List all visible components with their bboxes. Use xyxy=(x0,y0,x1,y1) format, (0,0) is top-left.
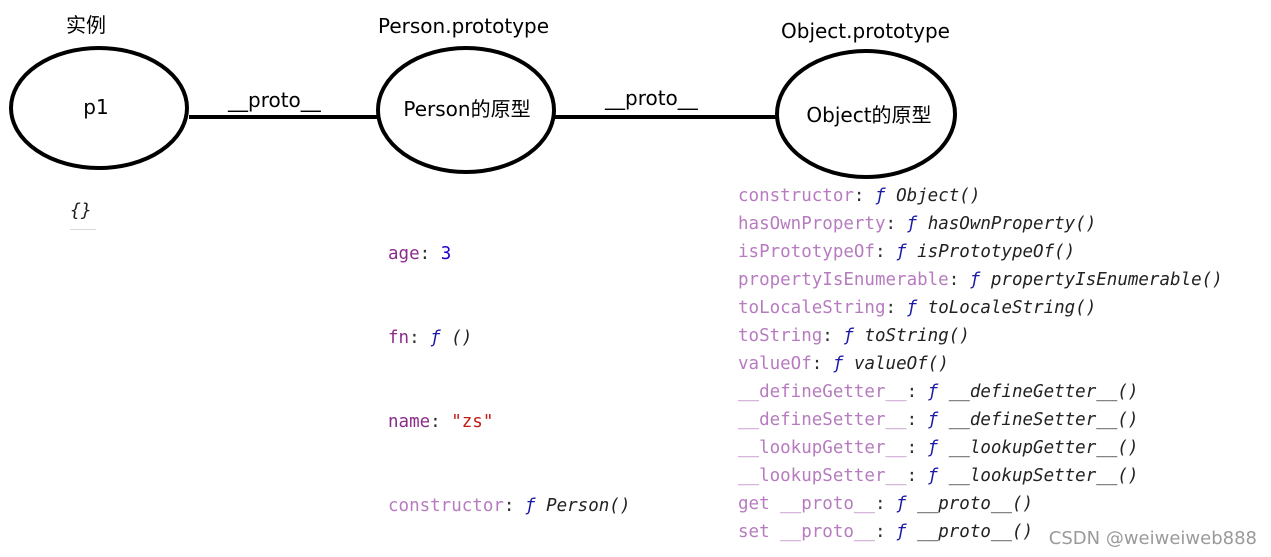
function-symbol-icon: ƒ xyxy=(874,186,886,206)
node-label-p1: p1 xyxy=(83,95,108,119)
property-key: __defineSetter__ xyxy=(738,410,907,430)
property-value: propertyIsEnumerable() xyxy=(990,270,1223,290)
p1-properties-underline xyxy=(70,229,96,230)
property-key: hasOwnProperty xyxy=(738,214,886,234)
property-row: __lookupGetter__: ƒ __lookupGetter__() xyxy=(738,438,1139,458)
property-key: toLocaleString xyxy=(738,298,886,318)
node-caption-instance: 实例 xyxy=(66,13,106,37)
property-key: fn xyxy=(388,328,410,348)
p1-properties: {} xyxy=(70,200,92,221)
node-caption-object-prototype: Object.prototype xyxy=(781,19,950,43)
property-row: hasOwnProperty: ƒ hasOwnProperty() xyxy=(738,214,1097,234)
node-object-prototype xyxy=(775,49,957,179)
property-key: age xyxy=(388,244,420,264)
property-key: __lookupGetter__ xyxy=(738,438,907,458)
node-person-prototype xyxy=(376,46,556,174)
property-row: toString: ƒ toString() xyxy=(738,326,970,346)
property-key: isPrototypeOf xyxy=(738,242,875,262)
function-symbol-icon: ƒ xyxy=(896,242,907,262)
property-key: valueOf xyxy=(738,354,812,374)
function-symbol-icon: ƒ xyxy=(906,298,918,318)
property-value: () xyxy=(451,328,473,348)
property-key: toString xyxy=(738,326,823,346)
property-key: __defineGetter__ xyxy=(738,382,907,402)
node-label-person-prototype: Person的原型 xyxy=(403,97,530,121)
property-row: __defineSetter__: ƒ __defineSetter__() xyxy=(738,410,1139,430)
property-key: __lookupSetter__ xyxy=(738,466,907,486)
property-value: 3 xyxy=(440,244,452,264)
property-value: isPrototypeOf() xyxy=(917,242,1076,262)
property-value: __proto__() xyxy=(917,522,1034,542)
property-value: toString() xyxy=(864,326,970,346)
property-key: name xyxy=(388,412,431,432)
property-row: valueOf: ƒ valueOf() xyxy=(738,354,949,374)
property-key: propertyIsEnumerable xyxy=(738,270,949,290)
property-value: __defineSetter__() xyxy=(948,410,1139,430)
edge-label-p1-person: __proto__ xyxy=(227,88,322,112)
function-symbol-icon: ƒ xyxy=(430,328,441,348)
person-prototype-properties: age: 3 fn: ƒ () name: "zs" constructor: … xyxy=(388,184,630,548)
property-row: __defineGetter__: ƒ __defineGetter__() xyxy=(738,382,1139,402)
property-row: toLocaleString: ƒ toLocaleString() xyxy=(738,298,1097,318)
function-symbol-icon: ƒ xyxy=(927,466,939,486)
function-symbol-icon: ƒ xyxy=(927,382,939,402)
node-caption-person-prototype: Person.prototype xyxy=(378,14,549,38)
property-row: age: 3 xyxy=(388,244,452,264)
property-value: Object() xyxy=(896,186,981,206)
function-symbol-icon: ƒ xyxy=(843,326,854,346)
function-symbol-icon: ƒ xyxy=(896,494,907,514)
property-key: get __proto__ xyxy=(738,494,875,514)
function-symbol-icon: ƒ xyxy=(896,522,907,542)
function-symbol-icon: ƒ xyxy=(524,496,536,516)
property-value: "zs" xyxy=(451,412,494,432)
property-row: get __proto__: ƒ __proto__() xyxy=(738,494,1034,514)
node-p1 xyxy=(9,46,189,170)
function-symbol-icon: ƒ xyxy=(906,214,918,234)
property-value: __lookupSetter__() xyxy=(948,466,1139,486)
property-value: hasOwnProperty() xyxy=(927,214,1097,234)
property-value: __lookupGetter__() xyxy=(948,438,1139,458)
property-row: constructor: ƒ Object() xyxy=(738,186,981,206)
property-value: valueOf() xyxy=(853,354,949,374)
watermark: CSDN @weiweiweb888 xyxy=(1048,528,1257,549)
edge-label-person-object: __proto__ xyxy=(604,86,699,110)
function-symbol-icon: ƒ xyxy=(832,354,844,374)
property-row: name: "zs" xyxy=(388,412,494,432)
property-row: fn: ƒ () xyxy=(388,328,473,348)
function-symbol-icon: ƒ xyxy=(927,410,939,430)
property-row: constructor: ƒ Person() xyxy=(388,496,631,516)
node-label-object-prototype: Object的原型 xyxy=(806,103,931,127)
object-prototype-properties: constructor: ƒ Object() hasOwnProperty: ƒ… xyxy=(738,182,1223,546)
property-row: isPrototypeOf: ƒ isPrototypeOf() xyxy=(738,242,1076,262)
property-row: propertyIsEnumerable: ƒ propertyIsEnumer… xyxy=(738,270,1223,290)
function-symbol-icon: ƒ xyxy=(927,438,939,458)
property-value: __proto__() xyxy=(917,494,1034,514)
property-key: constructor xyxy=(388,496,504,516)
function-symbol-icon: ƒ xyxy=(969,270,981,290)
property-value: toLocaleString() xyxy=(927,298,1097,318)
property-row: set __proto__: ƒ __proto__() xyxy=(738,522,1034,542)
property-key: set __proto__ xyxy=(738,522,875,542)
property-value: __defineGetter__() xyxy=(948,382,1139,402)
property-key: constructor xyxy=(738,186,854,206)
property-value: Person() xyxy=(546,496,631,516)
property-row: __lookupSetter__: ƒ __lookupSetter__() xyxy=(738,466,1139,486)
